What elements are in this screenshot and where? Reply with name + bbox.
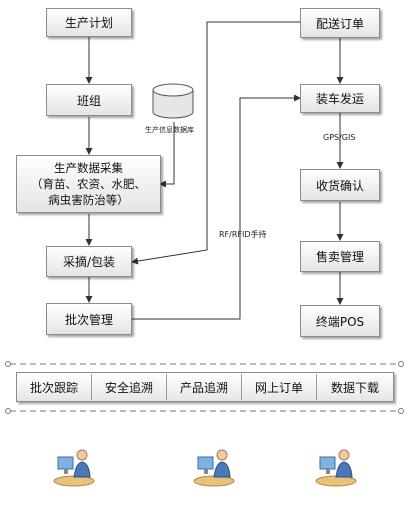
node-production-data-collection[interactable]: 生产数据采集 （育苗、农资、水肥、 病虫害防治等） — [16, 155, 161, 213]
node-team[interactable]: 班组 — [46, 84, 132, 116]
service-batch-tracking[interactable]: 批次跟踪 — [17, 374, 92, 400]
user-workstation-icon — [315, 449, 357, 487]
collection-line-1: 生产数据采集 — [54, 161, 123, 175]
arrow-db-collect — [159, 122, 175, 188]
user-workstation-icon — [193, 449, 235, 487]
service-safety-traceability[interactable]: 安全追溯 — [92, 374, 167, 400]
collection-line-2: （育苗、农资、水肥、 — [31, 177, 146, 191]
database-icon — [152, 83, 194, 119]
label-rf-rfid: RF/RFID手持 — [219, 230, 267, 239]
node-delivery-order[interactable]: 配送订单 — [300, 8, 380, 38]
node-picking-packing[interactable]: 采摘/包装 — [46, 246, 132, 277]
service-online-order[interactable]: 网上订单 — [242, 374, 317, 400]
label-gps-gis: GPS/GIS — [323, 133, 356, 142]
arrow-batch-ship — [132, 94, 301, 320]
node-production-plan[interactable]: 生产计划 — [46, 8, 132, 37]
node-sales-management[interactable]: 售卖管理 — [300, 241, 380, 272]
user-workstation-icon — [53, 449, 95, 487]
node-batch-management[interactable]: 批次管理 — [46, 303, 132, 335]
service-bar — [16, 372, 394, 402]
node-loading-shipping[interactable]: 装车发运 — [300, 84, 380, 113]
service-data-download[interactable]: 数据下载 — [330, 380, 379, 395]
arrow-order-pick — [131, 21, 303, 265]
database-label: 生产信息数据库 — [145, 126, 194, 134]
service-product-traceability[interactable]: 产品追溯 — [167, 374, 242, 400]
node-receipt-confirmation[interactable]: 收货确认 — [300, 169, 380, 201]
collection-line-3: 病虫害防治等） — [48, 193, 129, 207]
node-terminal-pos[interactable]: 终端POS — [300, 305, 380, 337]
